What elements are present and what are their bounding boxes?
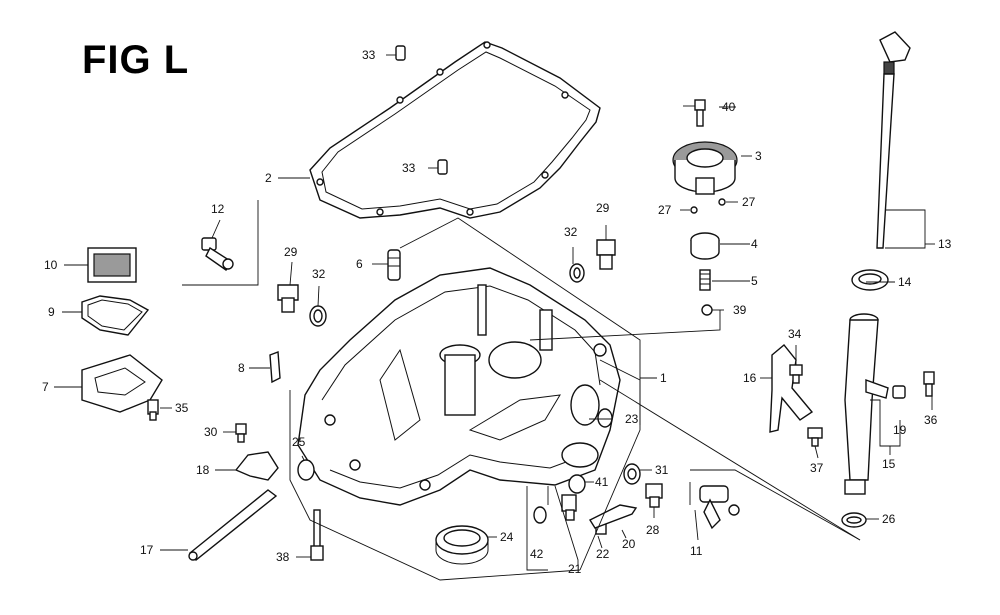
breather-plug	[297, 459, 315, 481]
callout-5: 5	[751, 274, 758, 288]
callout-37: 37	[810, 461, 824, 475]
callout-29-left: 29	[284, 245, 298, 259]
callout-15: 15	[882, 457, 896, 471]
callout-25: 25	[292, 435, 306, 449]
breather-clip	[269, 351, 281, 384]
thrust-washer-right	[718, 198, 726, 206]
callout-9: 9	[48, 305, 55, 319]
figure-title: FIG L	[82, 38, 190, 82]
callout-40: 40	[722, 100, 736, 114]
oil-pan-gasket	[309, 41, 601, 219]
callout-41: 41	[595, 475, 609, 489]
callout-35: 35	[175, 401, 189, 415]
washer-31	[623, 463, 641, 485]
o-ring-26	[841, 512, 867, 528]
callout-16: 16	[743, 371, 757, 385]
callout-3: 3	[755, 149, 762, 163]
callout-1: 1	[660, 371, 667, 385]
bolt-37	[807, 427, 823, 447]
oil-level-switch	[201, 237, 234, 271]
callout-39: 39	[733, 303, 747, 317]
callout-32-left: 32	[312, 267, 326, 281]
callout-27-right: 27	[742, 195, 756, 209]
callout-12: 12	[211, 202, 225, 216]
callout-21: 21	[568, 562, 582, 576]
flange-bolt-40	[694, 99, 706, 127]
dowel-pin-middle	[437, 159, 448, 175]
plug-41	[568, 474, 586, 494]
oil-filler-pipe	[844, 313, 889, 495]
callout-32-right: 32	[564, 225, 578, 239]
governor-shaft	[188, 489, 278, 561]
dowel-pin-top	[395, 45, 406, 61]
callout-30: 30	[204, 425, 218, 439]
callout-34: 34	[788, 327, 802, 341]
callout-17: 17	[140, 543, 154, 557]
sealing-washer-right	[569, 263, 585, 283]
callout-23: 23	[625, 412, 639, 426]
governor-shaft-pin	[387, 249, 401, 281]
drain-plug-right	[596, 239, 616, 270]
callout-7: 7	[42, 380, 49, 394]
o-ring-39	[701, 304, 713, 316]
oil-pressure-bolt-21	[561, 494, 577, 521]
callout-labels: 1 2 3 4 5 6 7 8 9 10 11 12 13 14 15 16 1…	[42, 48, 952, 576]
shaft-holder-bracket	[234, 451, 279, 481]
callout-36: 36	[924, 413, 938, 427]
callout-27-left: 27	[658, 203, 672, 217]
callout-20: 20	[622, 537, 636, 551]
plug-23	[597, 408, 613, 428]
callout-24: 24	[500, 530, 514, 544]
callout-2: 2	[265, 171, 272, 185]
oil-dipstick	[876, 31, 911, 249]
callout-38: 38	[276, 550, 290, 564]
washer-42	[533, 506, 547, 524]
callout-13: 13	[938, 237, 952, 251]
pipe-20	[588, 504, 638, 529]
callout-31: 31	[655, 463, 669, 477]
callout-33-top: 33	[362, 48, 376, 62]
callout-14: 14	[898, 275, 912, 289]
callout-33-middle: 33	[402, 161, 416, 175]
o-ring-14	[851, 269, 889, 291]
callout-28: 28	[646, 523, 660, 537]
leader-lines	[54, 54, 935, 581]
callout-10: 10	[44, 258, 58, 272]
callout-42: 42	[530, 547, 544, 561]
callout-6: 6	[356, 257, 363, 271]
callout-22: 22	[596, 547, 610, 561]
filler-pipe-stay	[769, 344, 814, 433]
governor-spring	[699, 269, 711, 291]
oil-seal	[435, 525, 489, 565]
flange-bolt-38	[310, 509, 324, 561]
callout-19: 19	[893, 423, 907, 437]
cover-bolt	[147, 399, 159, 421]
drain-plug-left	[277, 284, 299, 313]
governor-gear	[672, 141, 738, 195]
bolt-36	[923, 371, 935, 397]
governor-holder	[690, 232, 720, 260]
bolt-30	[235, 423, 247, 443]
callout-8: 8	[238, 361, 245, 375]
grommet-19	[892, 385, 906, 399]
sealing-washer-left	[309, 305, 327, 327]
drain-bolt-28	[645, 483, 663, 508]
callout-11: 11	[690, 544, 703, 558]
thrust-washer-left	[690, 206, 698, 214]
callout-26: 26	[882, 512, 896, 526]
oil-filter-screen	[87, 247, 137, 283]
callout-29-right: 29	[596, 201, 610, 215]
oil-sensor-11	[699, 485, 740, 530]
oil-pan-body	[297, 267, 621, 506]
callout-4: 4	[751, 237, 758, 251]
callout-18: 18	[196, 463, 210, 477]
filter-gasket	[81, 295, 150, 336]
